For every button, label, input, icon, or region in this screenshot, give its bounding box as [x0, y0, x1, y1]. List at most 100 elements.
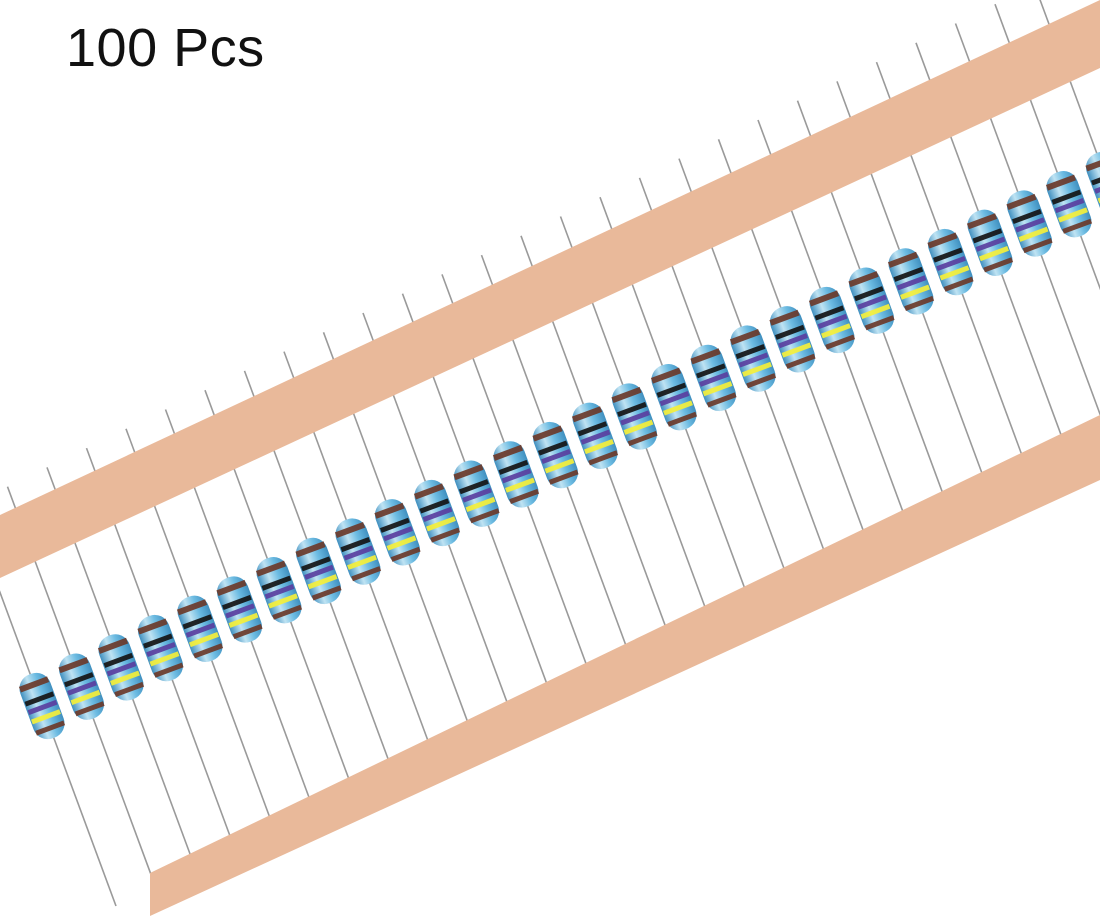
resistor	[97, 634, 145, 701]
band-yellow	[268, 593, 298, 609]
band-violet	[975, 236, 1006, 252]
band-brown	[413, 483, 445, 500]
band-black	[300, 556, 331, 572]
band-brown	[176, 599, 208, 616]
band-brown	[97, 637, 129, 654]
band-violet	[778, 333, 808, 349]
resistor	[808, 286, 856, 354]
band-yellow	[1018, 226, 1049, 242]
band-yellow	[781, 342, 812, 358]
band-brown	[492, 444, 524, 461]
band-black	[1011, 208, 1042, 225]
band-tolerance	[588, 450, 619, 466]
band-violet	[422, 506, 453, 522]
band-yellow	[505, 477, 535, 493]
band-tolerance	[193, 643, 224, 659]
band-yellow	[31, 709, 61, 725]
resistor	[334, 518, 382, 585]
band-brown	[611, 386, 642, 403]
band-tolerance	[548, 469, 579, 485]
band-tolerance	[114, 681, 145, 697]
band-brown	[58, 657, 89, 674]
band-black	[853, 286, 884, 302]
band-brown	[255, 560, 287, 577]
band-violet	[699, 371, 729, 387]
band-black	[932, 247, 963, 263]
band-violet	[580, 429, 611, 445]
band-violet	[106, 661, 137, 677]
band-brown	[650, 367, 682, 384]
band-black	[142, 633, 173, 649]
resistor	[690, 344, 737, 412]
resistor	[1085, 151, 1100, 219]
band-brown	[690, 348, 721, 365]
band-yellow	[939, 265, 970, 281]
band-brown	[887, 251, 919, 268]
band-yellow	[860, 303, 891, 320]
band-violet	[185, 622, 216, 638]
band-black	[419, 498, 450, 514]
band-violet	[541, 448, 571, 465]
band-yellow	[544, 458, 575, 474]
resistor	[769, 306, 816, 373]
quantity-caption: 100 Pcs	[66, 18, 265, 78]
band-violet	[738, 352, 769, 368]
paper-tape-bottom	[150, 415, 1100, 916]
band-black	[616, 401, 647, 418]
band-brown	[729, 329, 761, 346]
band-brown	[137, 618, 168, 635]
band-black	[458, 479, 489, 495]
resistor	[848, 267, 895, 334]
resistor	[295, 537, 342, 605]
band-tolerance	[509, 488, 540, 504]
resistor	[176, 595, 224, 662]
band-yellow	[189, 632, 219, 648]
band-brown	[1045, 174, 1077, 191]
band-black	[735, 344, 766, 360]
resistor	[492, 441, 540, 508]
band-black	[182, 614, 213, 630]
resistor	[413, 479, 461, 547]
band-brown	[334, 522, 366, 539]
band-brown	[1085, 155, 1100, 172]
band-yellow	[900, 284, 930, 300]
resistor	[1006, 190, 1053, 257]
resistor	[216, 576, 263, 643]
resistor	[887, 248, 935, 315]
band-black	[340, 537, 371, 553]
band-tolerance	[943, 276, 974, 292]
band-violet	[817, 313, 848, 329]
band-black	[774, 324, 805, 340]
band-brown	[216, 579, 247, 596]
band-yellow	[742, 361, 772, 377]
band-brown	[453, 464, 484, 481]
band-tolerance	[272, 604, 303, 620]
band-black	[24, 691, 55, 707]
resistor	[18, 672, 66, 740]
resistor-body	[1085, 151, 1100, 219]
resistor	[58, 653, 105, 720]
band-black	[577, 421, 608, 437]
resistor	[1045, 171, 1093, 238]
band-yellow	[584, 439, 614, 455]
band-tolerance	[469, 508, 500, 524]
band-black	[537, 440, 568, 456]
resistor	[374, 499, 421, 566]
band-tolerance	[1062, 218, 1093, 234]
band-tolerance	[390, 546, 421, 562]
resistor	[255, 557, 303, 624]
resistor	[571, 402, 619, 469]
band-tolerance	[746, 373, 777, 389]
band-violet	[501, 468, 532, 484]
band-black	[379, 517, 410, 533]
band-tolerance	[1022, 237, 1053, 254]
band-yellow	[1058, 207, 1088, 223]
band-violet	[146, 641, 176, 658]
band-yellow	[979, 246, 1009, 262]
resistor	[966, 209, 1014, 276]
band-violet	[936, 255, 966, 272]
resistor	[532, 421, 579, 489]
band-brown	[848, 271, 879, 288]
band-tolerance	[983, 257, 1014, 273]
band-brown	[769, 309, 800, 326]
